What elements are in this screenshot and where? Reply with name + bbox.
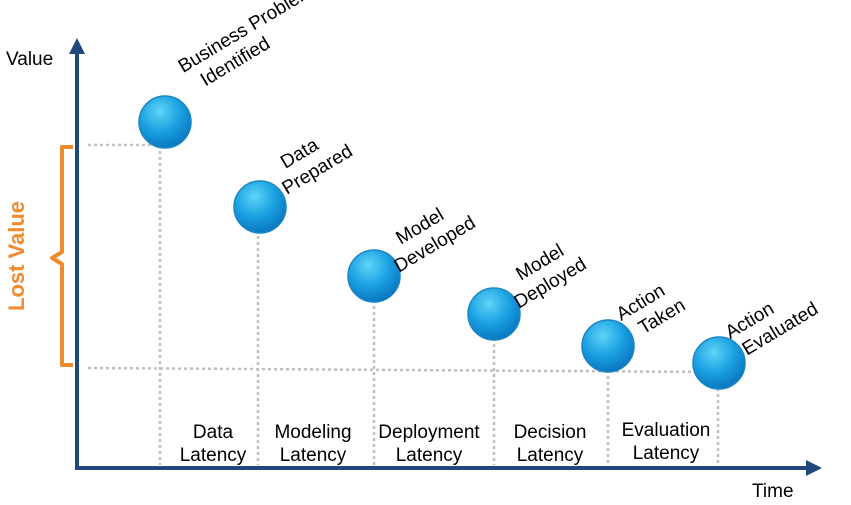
latency-label-3-line1: Deployment	[378, 422, 480, 443]
latency-label-1-line2: Latency	[179, 445, 247, 466]
milestone-node-2	[233, 180, 287, 234]
latency-label-2-line1: Modeling	[274, 422, 352, 443]
latency-label-3: Deployment Latency	[378, 421, 479, 467]
milestone-node-6	[692, 336, 746, 390]
milestone-node-5	[581, 319, 635, 373]
milestone-node-3	[347, 249, 401, 303]
latency-label-4-line1: Decision	[513, 422, 587, 443]
y-axis-label: Value	[6, 49, 54, 70]
y-axis-arrowhead	[69, 38, 85, 54]
latency-label-2: Modeling Latency	[274, 421, 351, 467]
lost-value-label: Lost Value	[4, 200, 29, 311]
lost-value-bracket	[50, 145, 73, 367]
x-axis-arrowhead	[806, 460, 822, 476]
latency-label-4: Decision Latency	[514, 421, 587, 467]
latency-label-3-line2: Latency	[395, 445, 463, 466]
milestone-node-1	[138, 95, 192, 149]
bottom-guide-line	[87, 366, 719, 374]
x-axis-label: Time	[752, 481, 794, 502]
latency-label-5: Evaluation Latency	[622, 419, 711, 465]
latency-label-1: Data Latency	[180, 421, 247, 467]
milestone-node-4	[467, 287, 521, 341]
latency-label-4-line2: Latency	[516, 445, 584, 466]
latency-label-5-line1: Evaluation	[621, 420, 711, 441]
latency-label-5-line2: Latency	[632, 443, 700, 464]
latency-label-2-line2: Latency	[279, 445, 347, 466]
latency-label-1-line1: Data	[192, 422, 234, 443]
